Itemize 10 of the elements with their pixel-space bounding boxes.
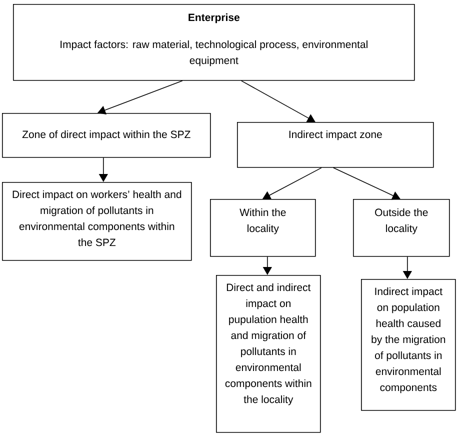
process-box: Outside the locality [353,198,450,257]
process-box: Within the locality [210,198,316,257]
process-box: Direct and indirect impact on pupulation health and migration of pollutants in environmental components within the locality [216,275,321,433]
process-box: Zone of direct impact within the SPZ [2,113,211,158]
arrow [241,80,316,122]
arrow [333,167,400,200]
process-box: Indirect impact on population health caused by the migration of pollutants in environmental components [361,279,456,411]
process-box: Direct impact on workers’ health and migration of pollutants in environmental components within the SPZ [2,182,192,261]
process-box: Enterprise Impact factors: raw material, technological process, environmental equipment [13,4,415,81]
process-box: Indirect impact zone [237,122,434,168]
